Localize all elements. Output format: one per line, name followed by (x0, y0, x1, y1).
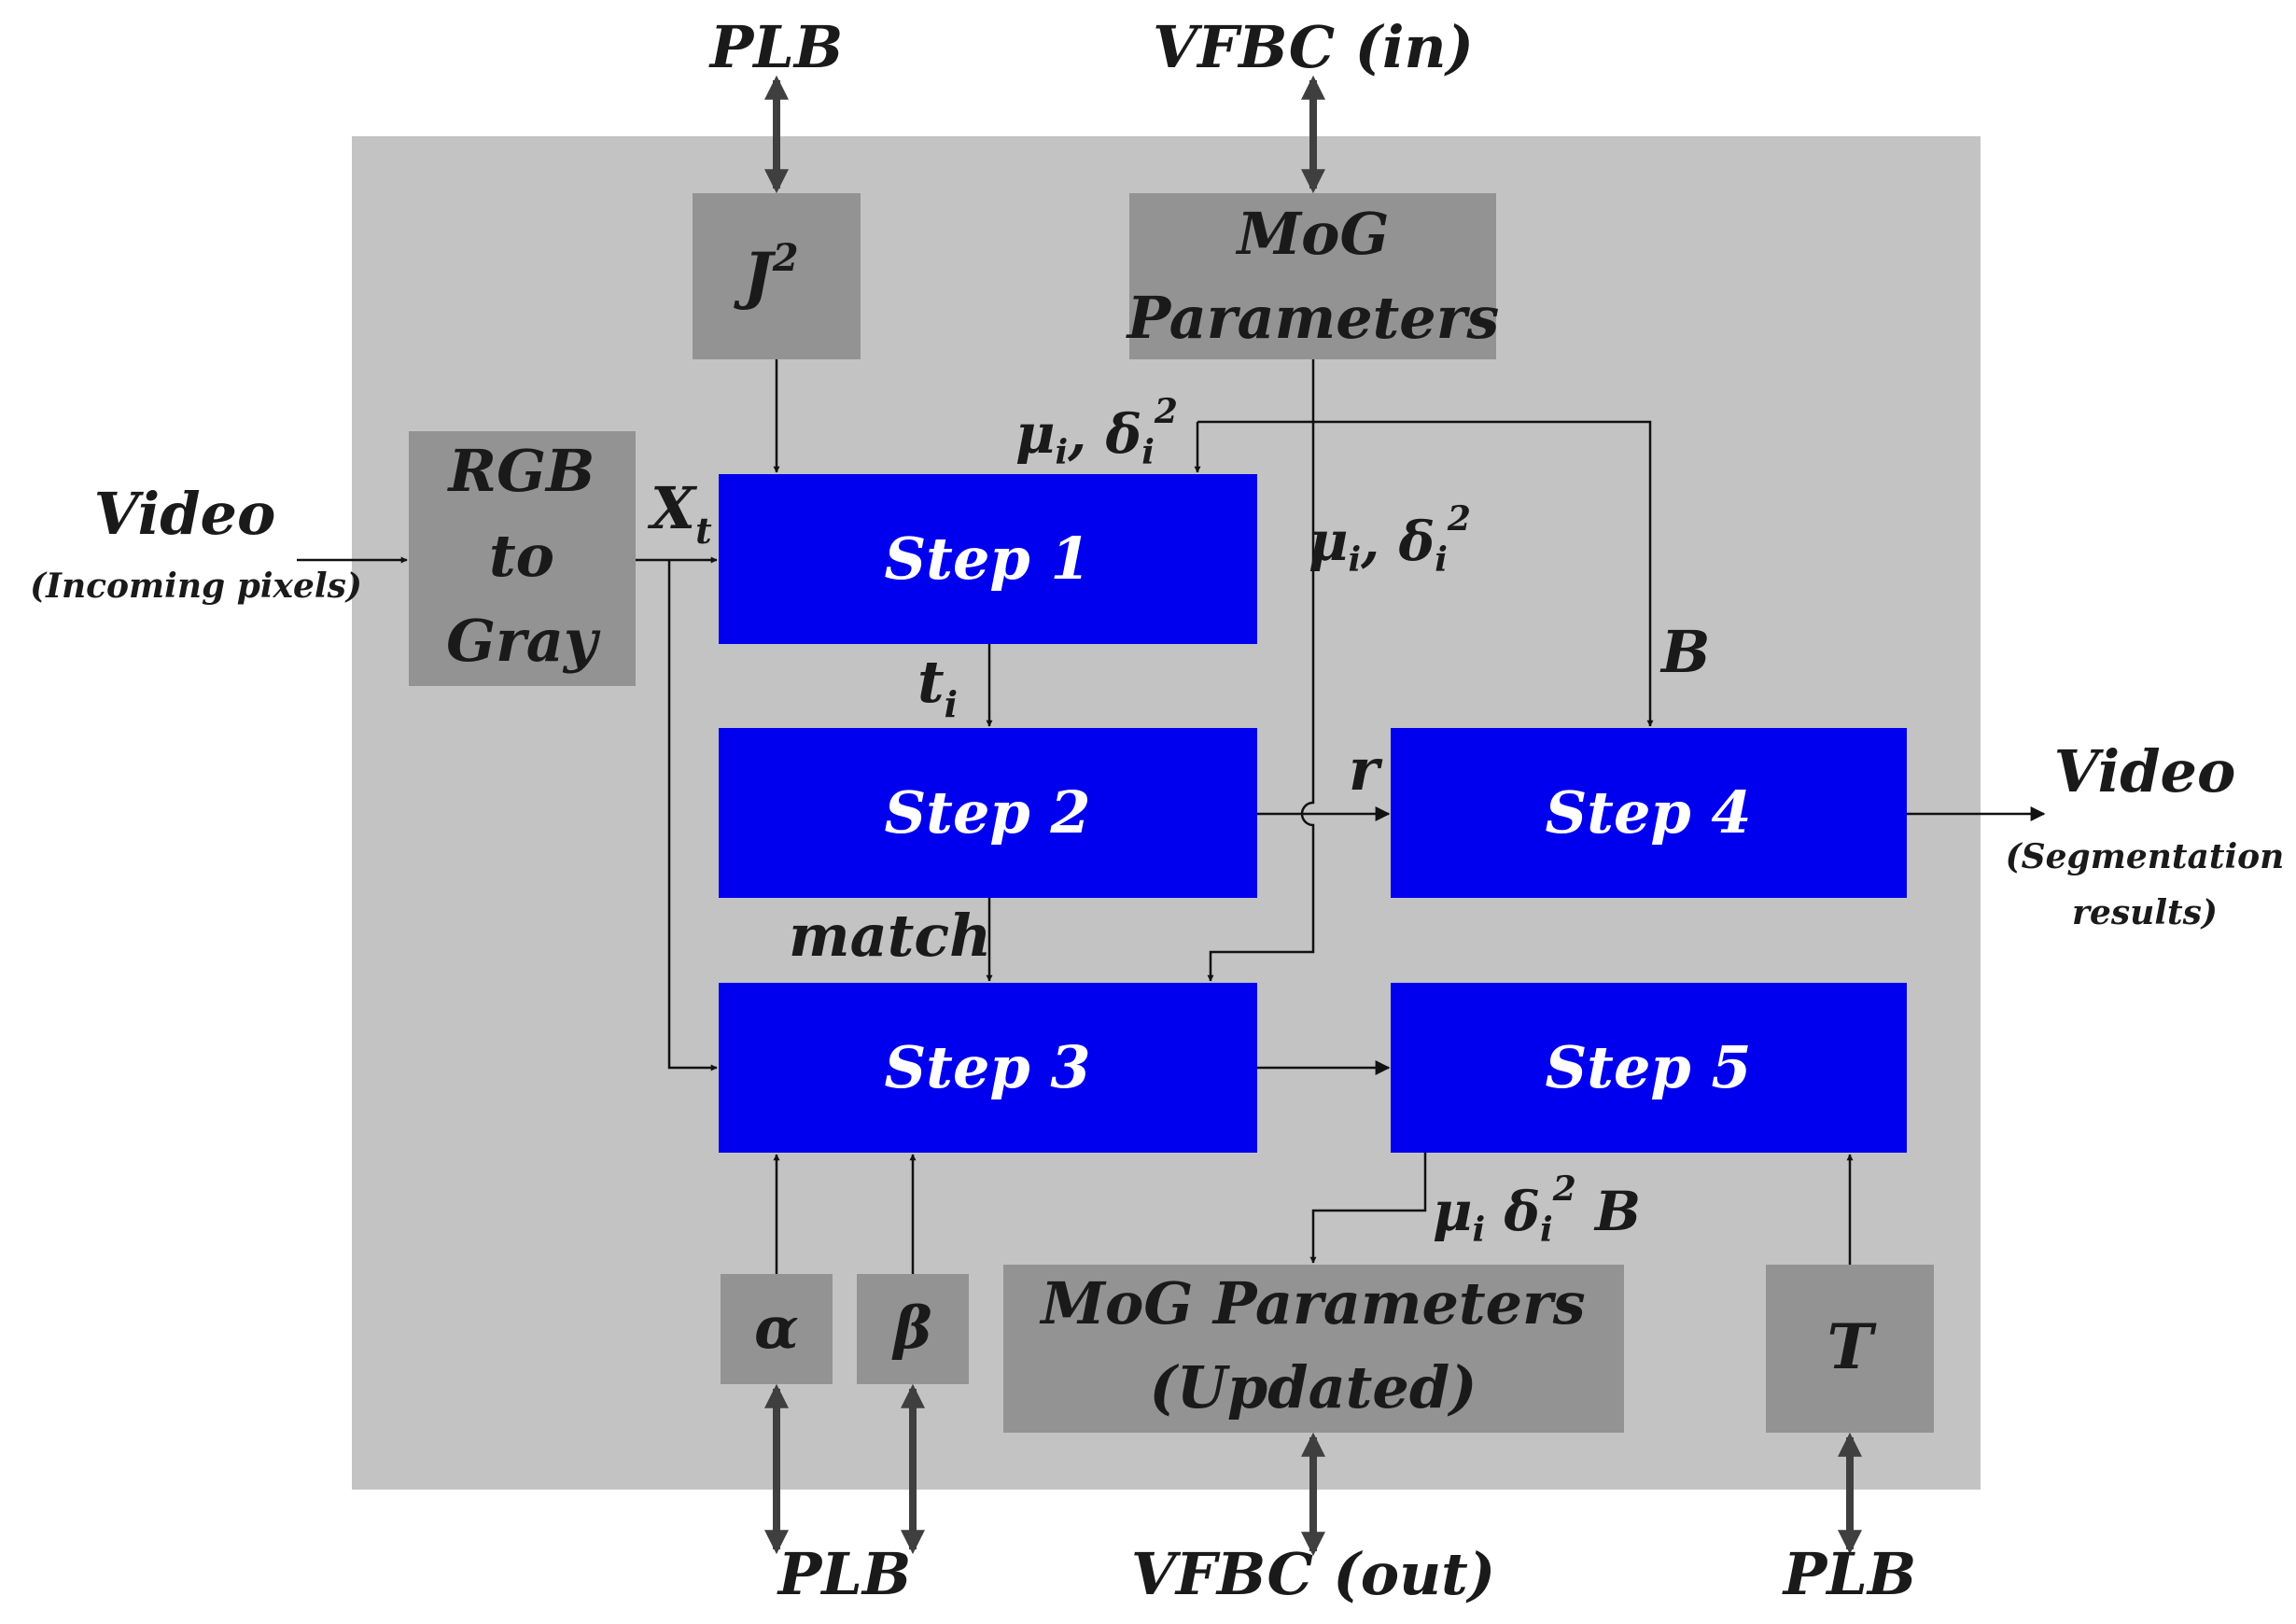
video-out-sublabel-1: (Segmentation (2006, 837, 2285, 876)
t-label: T (1827, 1310, 1877, 1383)
step3-label: Step 3 (885, 1033, 1091, 1101)
vfbc-out-label: VFBC (out) (1131, 1540, 1495, 1608)
plb-alpha-beta-label: PLB (777, 1540, 912, 1608)
step4-block (1391, 728, 1907, 898)
gray-label: Gray (446, 607, 601, 675)
step2-block (719, 728, 1257, 898)
mog-parameters-updated-line1: MoG Parameters (1039, 1269, 1585, 1337)
step2-label: Step 2 (885, 778, 1091, 847)
mu-sigma-step3-label: μi, δi2 (1309, 499, 1471, 580)
mog-parameters-block (1129, 193, 1496, 359)
rgb-to-gray-block (409, 431, 636, 686)
mu-sigma-step1-label: μi, δi2 (1015, 392, 1178, 472)
b-label: B (1659, 618, 1710, 686)
step1-label: Step 1 (885, 525, 1091, 593)
xt-to-step3-arrow (667, 560, 718, 1071)
step5-label: Step 5 (1546, 1033, 1752, 1101)
mog-parameters-line1: MoG (1236, 200, 1390, 268)
match-label: match (789, 902, 991, 970)
to-label: to (489, 522, 554, 590)
plb-t-label: PLB (1782, 1540, 1917, 1608)
beta-label: β (891, 1294, 931, 1362)
j2-block (693, 193, 861, 359)
video-out-label: Video (2054, 737, 2236, 805)
step5-block (1391, 983, 1907, 1153)
step1-block (719, 474, 1257, 644)
alpha-label: α (754, 1294, 799, 1362)
rgb-label: RGB (447, 437, 595, 505)
mog-parameters-updated-block (1003, 1265, 1624, 1433)
mog-to-step3-arrow (1207, 359, 1315, 982)
step5-to-mog-updated-arrow (1309, 1153, 1427, 1264)
mog-parameters-line2: Parameters (1126, 284, 1500, 352)
mog-to-step4-b-arrow (1197, 420, 1654, 727)
mog-parameters-updated-line2: (Updated) (1149, 1353, 1477, 1421)
video-in-sublabel: (Incoming pixels) (30, 567, 362, 606)
plb-top-label: PLB (708, 13, 844, 81)
step3-block (719, 983, 1257, 1153)
alpha-block (721, 1274, 833, 1384)
vfbc-in-label: VFBC (in) (1153, 13, 1474, 81)
step4-label: Step 4 (1546, 778, 1752, 847)
video-in-label: Video (94, 480, 276, 548)
mu-sigma-b-out-label: μi δi2 B (1433, 1169, 1641, 1250)
xt-label: Xt (647, 474, 712, 552)
beta-block (857, 1274, 969, 1384)
ti-label: ti (917, 648, 958, 725)
t-block (1766, 1265, 1934, 1433)
r-label: r (1349, 735, 1383, 804)
video-out-sublabel-2: results) (2072, 893, 2218, 932)
